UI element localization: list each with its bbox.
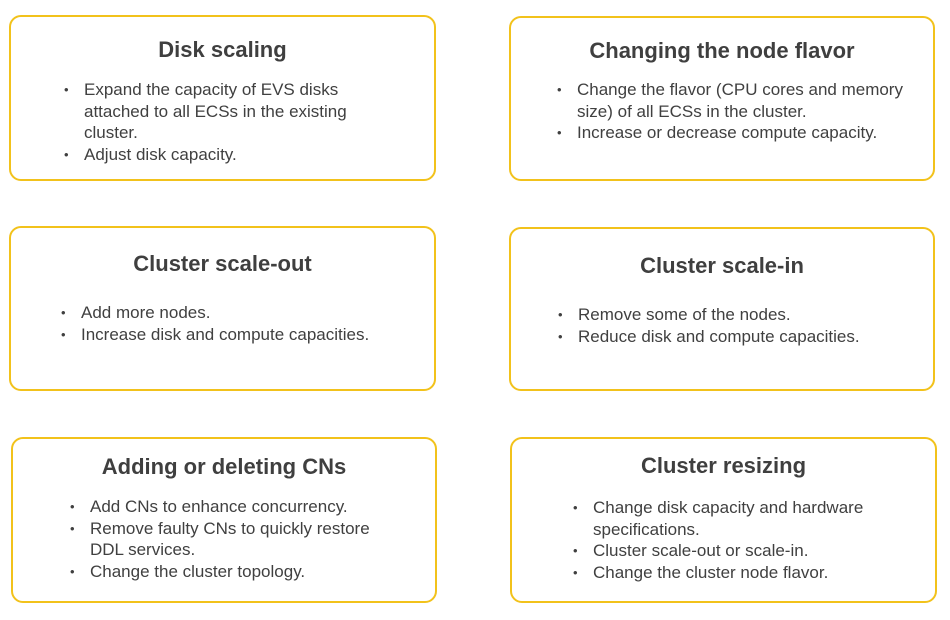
- card-cluster-scale-out: Cluster scale-out Add more nodes. Increa…: [9, 226, 436, 391]
- bullet-item: Remove faulty CNs to quickly restore DDL…: [68, 518, 398, 561]
- card-title: Cluster scale-out: [133, 251, 312, 276]
- bullet-list: Add more nodes. Increase disk and comput…: [59, 302, 429, 345]
- card-title: Changing the node flavor: [589, 38, 855, 63]
- bullet-item: Change disk capacity and hardware specif…: [571, 497, 911, 540]
- bullet-list: Change disk capacity and hardware specif…: [571, 497, 911, 583]
- card-title: Cluster resizing: [640, 453, 807, 478]
- bullet-item: Remove some of the nodes.: [556, 304, 926, 326]
- bullet-item: Reduce disk and compute capacities.: [556, 326, 926, 348]
- card-adding-deleting-cns: Adding or deleting CNs Add CNs to enhanc…: [11, 437, 437, 603]
- bullet-list: Remove some of the nodes. Reduce disk an…: [556, 304, 926, 347]
- bullet-item: Cluster scale-out or scale-in.: [571, 540, 911, 562]
- bullet-item: Change the cluster topology.: [68, 561, 398, 583]
- card-title: Adding or deleting CNs: [101, 454, 347, 479]
- card-cluster-scale-in: Cluster scale-in Remove some of the node…: [509, 227, 935, 391]
- bullet-list: Change the flavor (CPU cores and memory …: [555, 79, 915, 144]
- bullet-item: Change the flavor (CPU cores and memory …: [555, 79, 915, 122]
- card-changing-node-flavor: Changing the node flavor Change the flav…: [509, 16, 935, 181]
- bullet-item: Add more nodes.: [59, 302, 429, 324]
- bullet-list: Add CNs to enhance concurrency. Remove f…: [68, 496, 398, 582]
- card-cluster-resizing: Cluster resizing Change disk capacity an…: [510, 437, 937, 603]
- bullet-item: Change the cluster node flavor.: [571, 562, 911, 584]
- card-disk-scaling: Disk scaling Expand the capacity of EVS …: [9, 15, 436, 181]
- card-title: Disk scaling: [158, 37, 287, 62]
- bullet-item: Increase disk and compute capacities.: [59, 324, 429, 346]
- bullet-list: Expand the capacity of EVS disks attache…: [62, 79, 392, 165]
- bullet-item: Add CNs to enhance concurrency.: [68, 496, 398, 518]
- bullet-item: Expand the capacity of EVS disks attache…: [62, 79, 392, 144]
- bullet-item: Increase or decrease compute capacity.: [555, 122, 915, 144]
- card-title: Cluster scale-in: [640, 253, 804, 278]
- bullet-item: Adjust disk capacity.: [62, 144, 392, 166]
